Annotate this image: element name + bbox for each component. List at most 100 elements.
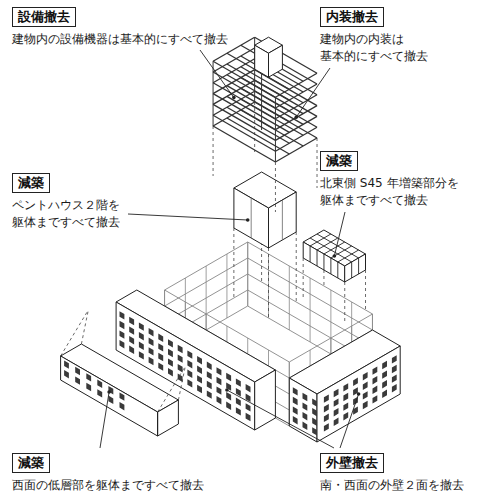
annex-box-side	[345, 254, 366, 282]
window	[129, 326, 134, 334]
pipe	[213, 72, 275, 108]
window	[236, 398, 241, 406]
window	[207, 390, 212, 398]
pipe	[213, 104, 275, 140]
window	[363, 382, 368, 390]
column	[289, 266, 290, 330]
window	[86, 383, 91, 391]
callout-heading: 減築	[320, 151, 358, 171]
window	[334, 408, 339, 416]
pipe	[275, 127, 317, 151]
annex-grid	[330, 258, 331, 274]
window	[197, 385, 202, 393]
window	[324, 414, 329, 422]
explode-guide	[344, 282, 345, 322]
explode-guide	[296, 232, 297, 302]
window	[363, 391, 368, 399]
window	[382, 361, 387, 369]
callout-text: 西面の低層部を躯体まですべて撤去	[12, 477, 272, 494]
column	[226, 254, 227, 318]
window	[343, 412, 348, 420]
window	[246, 413, 251, 421]
window	[187, 360, 192, 368]
window	[64, 370, 69, 378]
window	[312, 398, 317, 406]
window	[207, 381, 212, 389]
explode-guide	[303, 258, 304, 298]
window	[236, 378, 241, 386]
window	[324, 423, 329, 431]
callout-text: 建物内の内装は 基本的にすべて撤去	[320, 31, 485, 65]
leader-line	[200, 50, 234, 98]
window	[382, 380, 387, 388]
pipe	[275, 73, 317, 97]
window	[149, 338, 154, 346]
window	[343, 383, 348, 391]
window	[158, 343, 163, 351]
callout-box: 外壁撤去南・西面の外壁２面を撤去	[320, 452, 485, 494]
window	[303, 393, 308, 401]
annex-grid	[323, 254, 324, 270]
window	[293, 397, 298, 405]
pipe	[275, 116, 317, 140]
callout-text: 南・西面の外壁２面を撤去	[320, 477, 485, 494]
window	[178, 354, 183, 362]
window	[324, 394, 329, 402]
leader-line	[296, 68, 330, 117]
east-block-side	[317, 346, 400, 442]
leader-dot	[107, 390, 111, 394]
window	[187, 379, 192, 387]
window	[120, 330, 125, 338]
window	[392, 384, 397, 392]
window	[120, 392, 125, 400]
edge	[157, 412, 158, 436]
leader-line	[340, 394, 359, 448]
window	[373, 366, 378, 374]
callout-heading: 減築	[12, 173, 50, 193]
window	[236, 407, 241, 415]
window	[178, 345, 183, 353]
leader-dot	[333, 254, 337, 258]
window	[217, 386, 222, 394]
window	[158, 353, 163, 361]
window	[86, 373, 91, 381]
pipe	[213, 83, 275, 119]
window	[207, 362, 212, 370]
window	[108, 396, 113, 404]
annex-grid	[310, 246, 311, 262]
window	[207, 371, 212, 379]
window	[197, 366, 202, 374]
penthouse-box-front	[234, 188, 269, 248]
window	[293, 387, 298, 395]
window	[129, 346, 134, 354]
low-rise-west-front	[61, 356, 158, 436]
window	[217, 367, 222, 375]
window	[187, 370, 192, 378]
explode-guide	[317, 138, 318, 188]
pipe	[275, 106, 317, 130]
window	[217, 396, 222, 404]
window	[334, 389, 339, 397]
annex-grid	[317, 250, 318, 266]
window	[343, 402, 348, 410]
explode-guide	[275, 162, 276, 212]
window	[120, 321, 125, 329]
window	[312, 427, 317, 435]
annex-grid	[351, 262, 352, 278]
column	[247, 242, 248, 306]
riser	[261, 65, 262, 130]
window	[246, 403, 251, 411]
annex-grid	[337, 262, 338, 278]
window	[363, 372, 368, 380]
window	[226, 373, 231, 381]
window	[226, 402, 231, 410]
callout-box: 設備撤去建物内の設備機器は基本的にすべて撤去	[12, 6, 272, 48]
callout-heading: 減築	[12, 453, 50, 473]
window	[139, 322, 144, 330]
leader-dot	[294, 115, 298, 119]
window	[246, 384, 251, 392]
annex-grid	[358, 258, 359, 274]
equipment-stack	[213, 37, 317, 212]
